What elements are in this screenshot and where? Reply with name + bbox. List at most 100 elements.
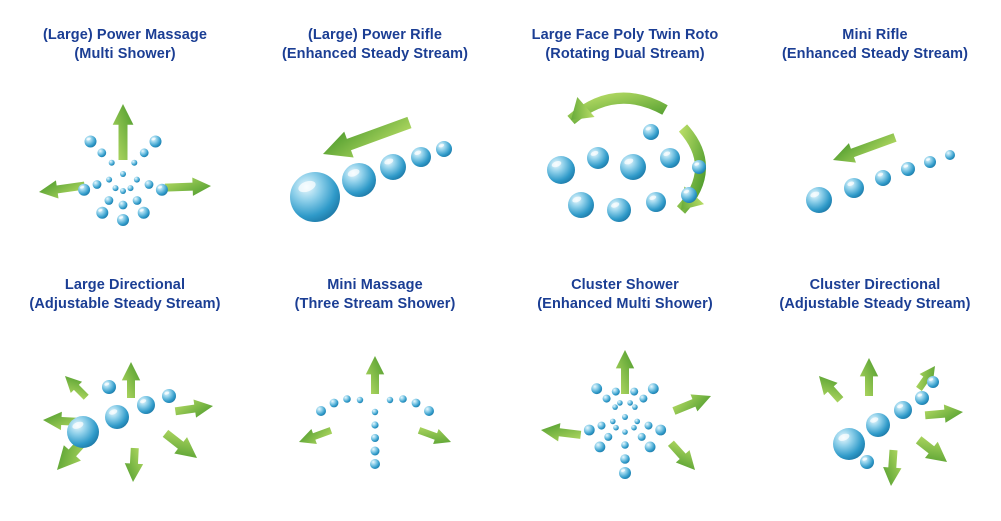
blue-sphere-icon [289, 172, 340, 222]
blue-sphere-icon [435, 141, 452, 157]
blue-sphere-icon [609, 418, 616, 425]
green-arrow-icon [42, 411, 79, 431]
green-arrow-icon [615, 350, 634, 394]
blue-sphere-icon [630, 424, 637, 431]
blue-sphere-icon [112, 185, 118, 192]
sphere-gloss-highlight [683, 189, 689, 194]
sphere-gloss-highlight [571, 196, 581, 203]
blue-sphere-icon [923, 156, 936, 168]
blue-sphere-icon [155, 183, 168, 196]
blue-sphere-icon [874, 170, 891, 186]
twin-roto-illustration [513, 70, 738, 246]
pattern-caption: Cluster Directional (Adjustable Steady S… [779, 276, 970, 316]
green-arrow-icon [832, 133, 897, 163]
sphere-gloss-highlight [916, 393, 922, 397]
blue-sphere-icon [341, 163, 376, 197]
blue-sphere-icon [315, 406, 326, 416]
blue-sphere-icon [116, 214, 129, 226]
pattern-subtitle: (Adjustable Steady Stream) [29, 296, 221, 313]
blue-sphere-icon [644, 421, 652, 430]
blue-sphere-icon [137, 206, 150, 219]
blue-sphere-icon [602, 394, 611, 403]
blue-sphere-icon [631, 404, 638, 410]
blue-sphere-icon [619, 154, 646, 180]
green-arrow-icon [121, 362, 140, 398]
blue-sphere-icon [105, 176, 112, 183]
sphere-gloss-highlight [648, 195, 656, 201]
green-arrow-icon [818, 376, 843, 403]
green-arrow-icon [915, 436, 947, 462]
blue-sphere-icon [132, 196, 141, 205]
blue-sphere-icon [370, 434, 379, 442]
blue-sphere-icon [629, 387, 638, 396]
blue-sphere-icon [865, 413, 890, 437]
blue-sphere-icon [606, 198, 631, 222]
sphere-gloss-highlight [590, 150, 598, 156]
blue-sphere-icon [637, 432, 646, 441]
blue-sphere-icon [161, 389, 176, 403]
blue-sphere-icon [386, 396, 393, 404]
blue-sphere-icon [843, 178, 864, 198]
blue-sphere-icon [370, 421, 379, 429]
blue-sphere-icon [620, 441, 629, 449]
sphere-gloss-highlight [347, 169, 359, 177]
blue-sphere-icon [914, 391, 929, 405]
blue-sphere-icon [77, 183, 90, 196]
sphere-gloss-highlight [413, 150, 421, 156]
blue-sphere-icon [805, 187, 832, 213]
green-arrow-icon [164, 177, 211, 196]
green-arrow-icon [322, 116, 412, 158]
blue-sphere-icon [642, 124, 659, 140]
green-arrow-icon [112, 104, 133, 160]
green-arrow-icon [915, 366, 935, 391]
blue-sphere-icon [680, 187, 697, 203]
sphere-gloss-highlight [139, 399, 146, 404]
pattern-subtitle: (Enhanced Multi Shower) [537, 296, 713, 313]
blue-sphere-icon [603, 432, 612, 441]
sphere-gloss-highlight [925, 158, 930, 161]
blue-sphere-icon [944, 150, 955, 160]
blue-sphere-icon [926, 376, 939, 388]
cluster-shower-illustration [513, 320, 738, 496]
sphere-gloss-highlight [620, 469, 625, 472]
blue-sphere-icon [546, 156, 575, 184]
blue-sphere-icon [119, 171, 126, 177]
blue-sphere-icon [611, 387, 620, 396]
blue-sphere-icon [370, 446, 379, 456]
pattern-cell-power-rifle: (Large) Power Rifle (Enhanced Steady Str… [250, 14, 500, 264]
blue-sphere-icon [139, 148, 149, 158]
sphere-gloss-highlight [623, 158, 633, 165]
blue-sphere-icon [638, 394, 647, 403]
blue-sphere-icon [119, 188, 126, 194]
pattern-cell-large-directional: Large Directional (Adjustable Steady Str… [0, 264, 250, 514]
sphere-gloss-highlight [79, 185, 84, 189]
green-arrow-icon [124, 447, 143, 482]
blue-sphere-icon [84, 135, 96, 148]
sphere-gloss-highlight [438, 143, 444, 148]
sphere-gloss-highlight [163, 391, 169, 395]
green-arrow-icon [365, 356, 384, 394]
sphere-gloss-highlight [693, 162, 699, 166]
blue-sphere-icon [618, 467, 631, 479]
blue-sphere-icon [398, 395, 407, 403]
pattern-caption: Large Directional (Adjustable Steady Str… [29, 276, 220, 316]
sphere-gloss-highlight [103, 382, 109, 386]
blue-sphere-icon [329, 398, 338, 408]
mini-massage-illustration [263, 320, 488, 496]
green-arrow-icon [540, 423, 581, 442]
pattern-title: Mini Rifle [842, 27, 908, 43]
pattern-cell-twin-roto: Large Face Poly Twin Roto (Rotating Dual… [500, 14, 750, 264]
sphere-gloss-highlight [662, 151, 670, 157]
pattern-subtitle: (Three Stream Shower) [294, 296, 456, 313]
green-arrow-icon [671, 394, 711, 415]
green-arrow-icon [38, 180, 85, 199]
pattern-subtitle: (Multi Shower) [74, 46, 176, 63]
pattern-cell-cluster-directional: Cluster Directional (Adjustable Steady S… [750, 264, 1000, 514]
green-arrow-icon [667, 440, 695, 470]
sphere-gloss-highlight [610, 202, 619, 208]
blue-sphere-icon [144, 180, 153, 189]
sphere-gloss-highlight [139, 208, 144, 212]
blue-sphere-icon [423, 406, 434, 416]
blue-sphere-icon [369, 459, 380, 469]
blue-sphere-icon [900, 162, 915, 176]
